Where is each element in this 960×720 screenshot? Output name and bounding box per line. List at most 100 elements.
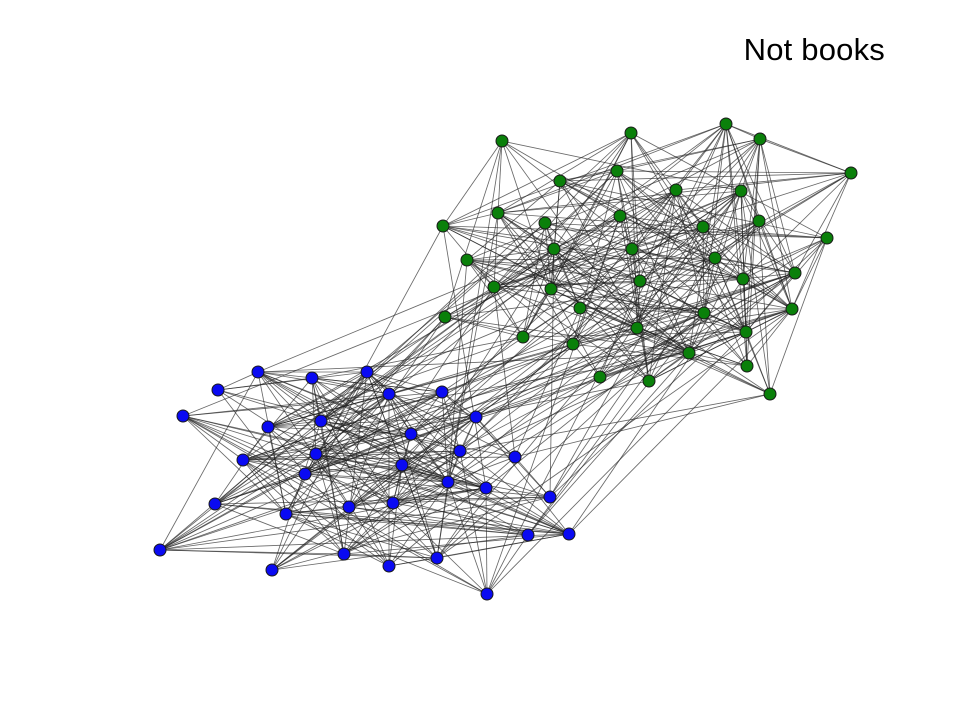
graph-edge <box>619 189 677 217</box>
graph-edge <box>475 416 570 535</box>
graph-edge <box>746 308 793 367</box>
graph-edge <box>550 288 771 395</box>
graph-edge <box>436 140 503 559</box>
graph-edge <box>182 415 287 515</box>
graph-edge <box>568 308 793 535</box>
graph-edge <box>442 212 499 227</box>
graph-edge <box>388 170 618 395</box>
graph-edge <box>759 138 793 310</box>
graph-edge <box>549 257 716 498</box>
graph-edge <box>447 456 516 483</box>
graph-edge <box>447 259 468 483</box>
graph-edge <box>579 307 793 310</box>
graph-edge <box>401 464 487 489</box>
graph-edge <box>388 393 449 483</box>
graph-edge <box>444 316 690 354</box>
graph-node-green <box>669 183 683 197</box>
graph-edge <box>497 132 632 214</box>
graph-edge <box>703 312 747 333</box>
graph-edge <box>271 280 641 571</box>
graph-edge <box>493 278 744 288</box>
graph-edge <box>392 248 555 504</box>
graph-edge <box>320 222 546 422</box>
graph-edge <box>486 331 747 595</box>
graph-node-green <box>516 330 530 344</box>
graph-node-blue <box>176 409 190 423</box>
graph-edge <box>725 123 744 280</box>
graph-edge <box>572 170 618 345</box>
graph-edge <box>441 391 461 452</box>
graph-edge <box>271 316 446 571</box>
graph-edge <box>436 533 570 559</box>
graph-edge <box>742 237 828 280</box>
graph-edge <box>758 220 771 395</box>
graph-edge <box>285 513 570 535</box>
graph-edge <box>501 140 638 329</box>
graph-edge <box>550 288 705 314</box>
graph-edge <box>549 237 828 498</box>
graph-edge <box>285 393 390 515</box>
graph-edge <box>493 286 524 338</box>
graph-node-green <box>491 206 505 220</box>
graph-edge <box>514 456 551 498</box>
graph-edge <box>267 220 760 428</box>
graph-edge <box>267 336 524 428</box>
graph-edge <box>544 222 828 239</box>
graph-edge <box>242 459 306 475</box>
graph-node-green <box>763 387 777 401</box>
graph-edge <box>527 312 705 536</box>
graph-edge <box>343 502 394 555</box>
graph-edge <box>550 226 704 290</box>
graph-edge <box>271 502 394 571</box>
graph-edge <box>217 389 345 555</box>
graph-edge <box>348 506 529 536</box>
graph-edge <box>553 248 641 282</box>
graph-edge <box>442 225 771 395</box>
graph-edge <box>366 371 443 393</box>
graph-edge <box>257 248 555 373</box>
graph-edge <box>675 189 705 314</box>
graph-edge <box>315 453 529 536</box>
graph-edge <box>388 393 412 435</box>
graph-edge <box>348 286 495 508</box>
graph-node-green <box>630 321 644 335</box>
graph-node-green <box>566 337 580 351</box>
graph-node-green <box>785 302 799 316</box>
graph-edge <box>214 503 345 555</box>
graph-edge <box>388 272 796 395</box>
graph-edge <box>442 225 796 274</box>
graph-edge <box>257 371 322 422</box>
graph-edge <box>444 286 495 318</box>
graph-node-green <box>613 209 627 223</box>
graph-edge <box>550 215 621 290</box>
graph-edge <box>742 172 852 280</box>
graph-edge <box>791 237 828 310</box>
graph-edge <box>725 123 796 274</box>
graph-edge <box>740 190 771 395</box>
graph-edge <box>616 138 761 172</box>
graph-edge <box>388 557 438 567</box>
graph-edge <box>466 259 650 382</box>
graph-edge <box>675 189 796 274</box>
graph-edge <box>579 220 760 309</box>
graph-edge <box>304 473 390 567</box>
graph-edge <box>401 416 477 466</box>
graph-edge <box>182 415 570 535</box>
graph-edge <box>271 343 574 571</box>
graph-node-green <box>696 220 710 234</box>
graph-edge <box>159 533 570 551</box>
graph-edge <box>320 393 390 422</box>
graph-edge <box>514 393 771 458</box>
graph-edge <box>740 190 796 274</box>
graph-edge <box>675 189 748 367</box>
graph-edge <box>315 308 793 455</box>
graph-edge <box>392 502 488 595</box>
graph-edge <box>392 487 487 504</box>
graph-node-green <box>736 272 750 286</box>
graph-edge <box>159 371 259 551</box>
graph-node-blue <box>382 387 396 401</box>
graph-edge <box>444 140 503 318</box>
graph-edge <box>159 487 487 551</box>
graph-node-green <box>553 174 567 188</box>
